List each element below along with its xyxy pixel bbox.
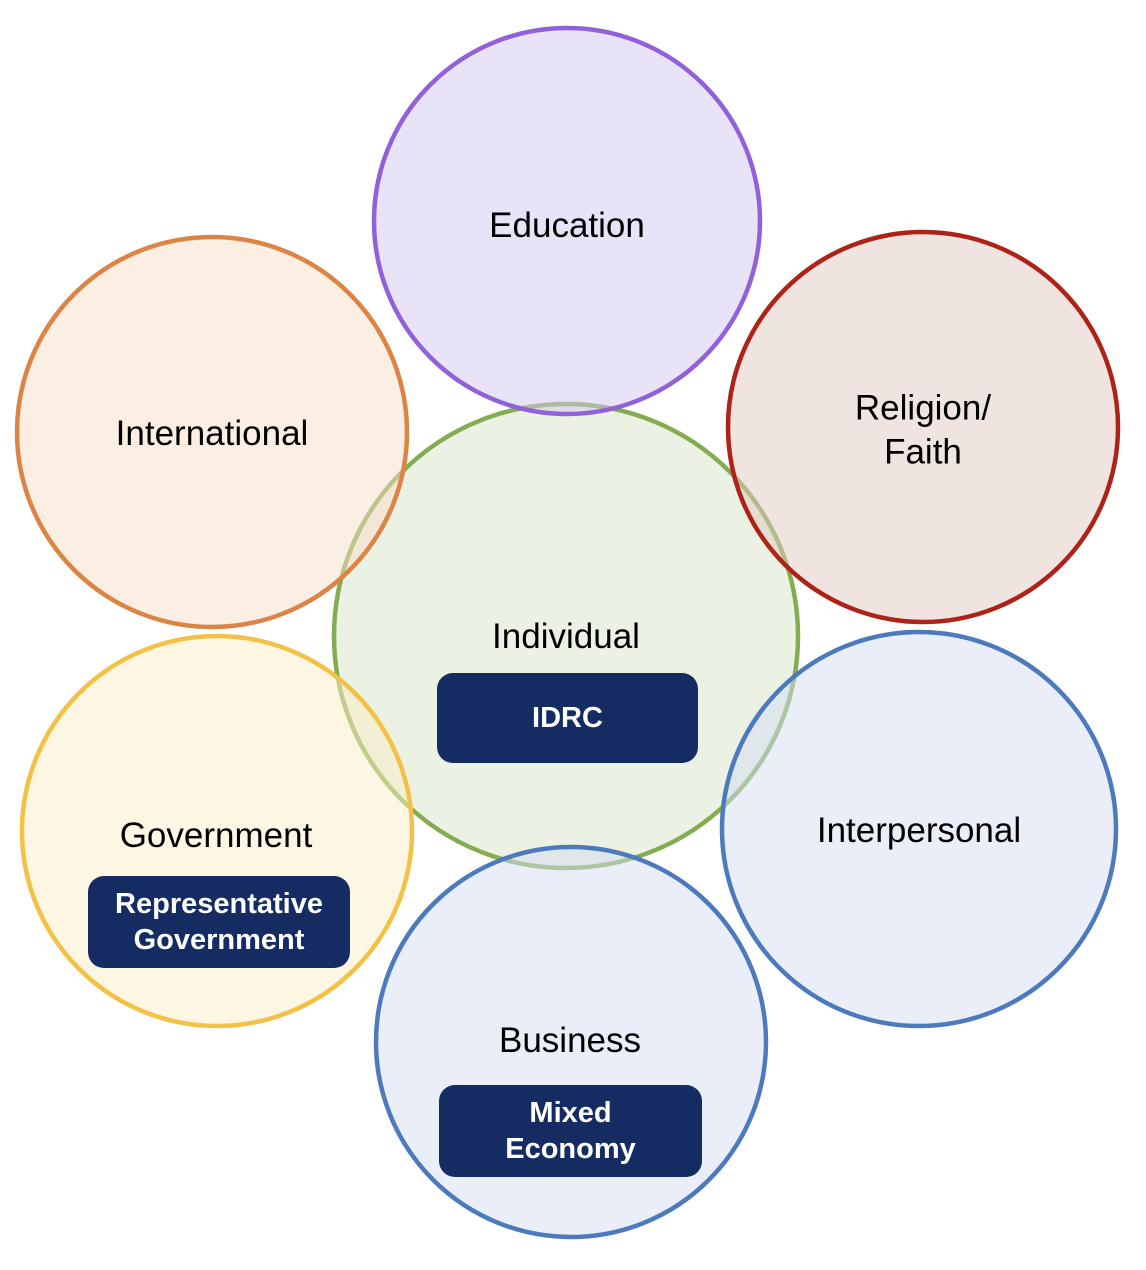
education-circle <box>371 25 763 417</box>
idrc-badge: IDRC <box>437 673 698 763</box>
international-label: International <box>115 414 309 454</box>
religion-faith-label-line2: Faith <box>884 432 962 471</box>
interpersonal-label: Interpersonal <box>816 811 1022 851</box>
mixed-economy-badge: Mixed Economy <box>439 1085 702 1177</box>
representative-government-badge: Representative Government <box>88 876 350 968</box>
religion-faith-label: Religion/ Faith <box>855 386 991 474</box>
religion-faith-label-line1: Religion/ <box>854 388 992 428</box>
international-circle <box>14 234 410 630</box>
education-label: Education <box>489 206 645 246</box>
representative-government-badge-line1: Representative <box>115 887 323 920</box>
idrc-badge-label: IDRC <box>532 701 603 734</box>
representative-government-badge-line2: Government <box>133 924 305 956</box>
mixed-economy-badge-line1: Mixed <box>529 1096 612 1129</box>
business-label: Business <box>498 1021 642 1061</box>
individual-label: Individual <box>492 617 640 657</box>
religion-faith-circle <box>725 229 1121 625</box>
government-label: Government <box>119 816 313 856</box>
interpersonal-circle <box>719 629 1119 1029</box>
mixed-economy-badge-line2: Economy <box>505 1133 636 1165</box>
